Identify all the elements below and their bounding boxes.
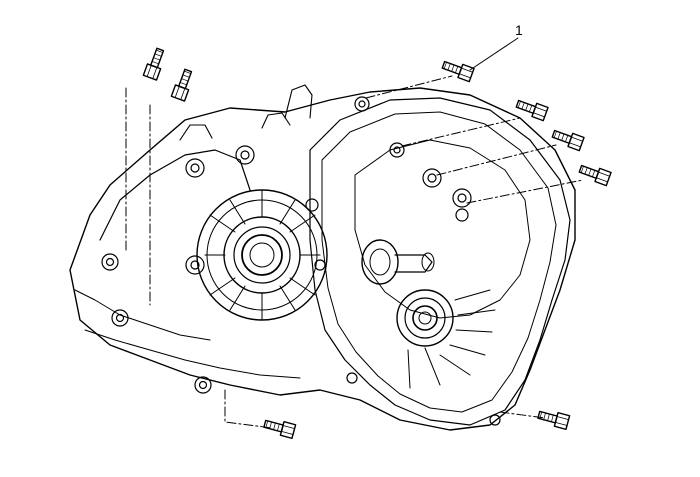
shift-mechanism — [179, 84, 313, 141]
bolt-right-3 — [578, 164, 612, 187]
bolt-bosses — [101, 96, 501, 426]
transmission-housing — [69, 87, 576, 431]
bolt-top-right-1 — [441, 60, 475, 83]
callout-leader-line — [469, 37, 519, 71]
alignment-lines — [125, 75, 584, 429]
input-shaft-assembly — [361, 239, 496, 389]
differential-housing — [196, 189, 328, 321]
bolt-top-left-2 — [170, 68, 193, 102]
callout-label-1: 1 — [515, 22, 523, 38]
bolt-bottom-right — [537, 410, 571, 431]
bolt-top-left-1 — [142, 47, 165, 81]
bolt-right-1 — [515, 99, 549, 122]
bolt-bottom-left — [263, 419, 297, 440]
bolt-right-2 — [551, 129, 585, 152]
